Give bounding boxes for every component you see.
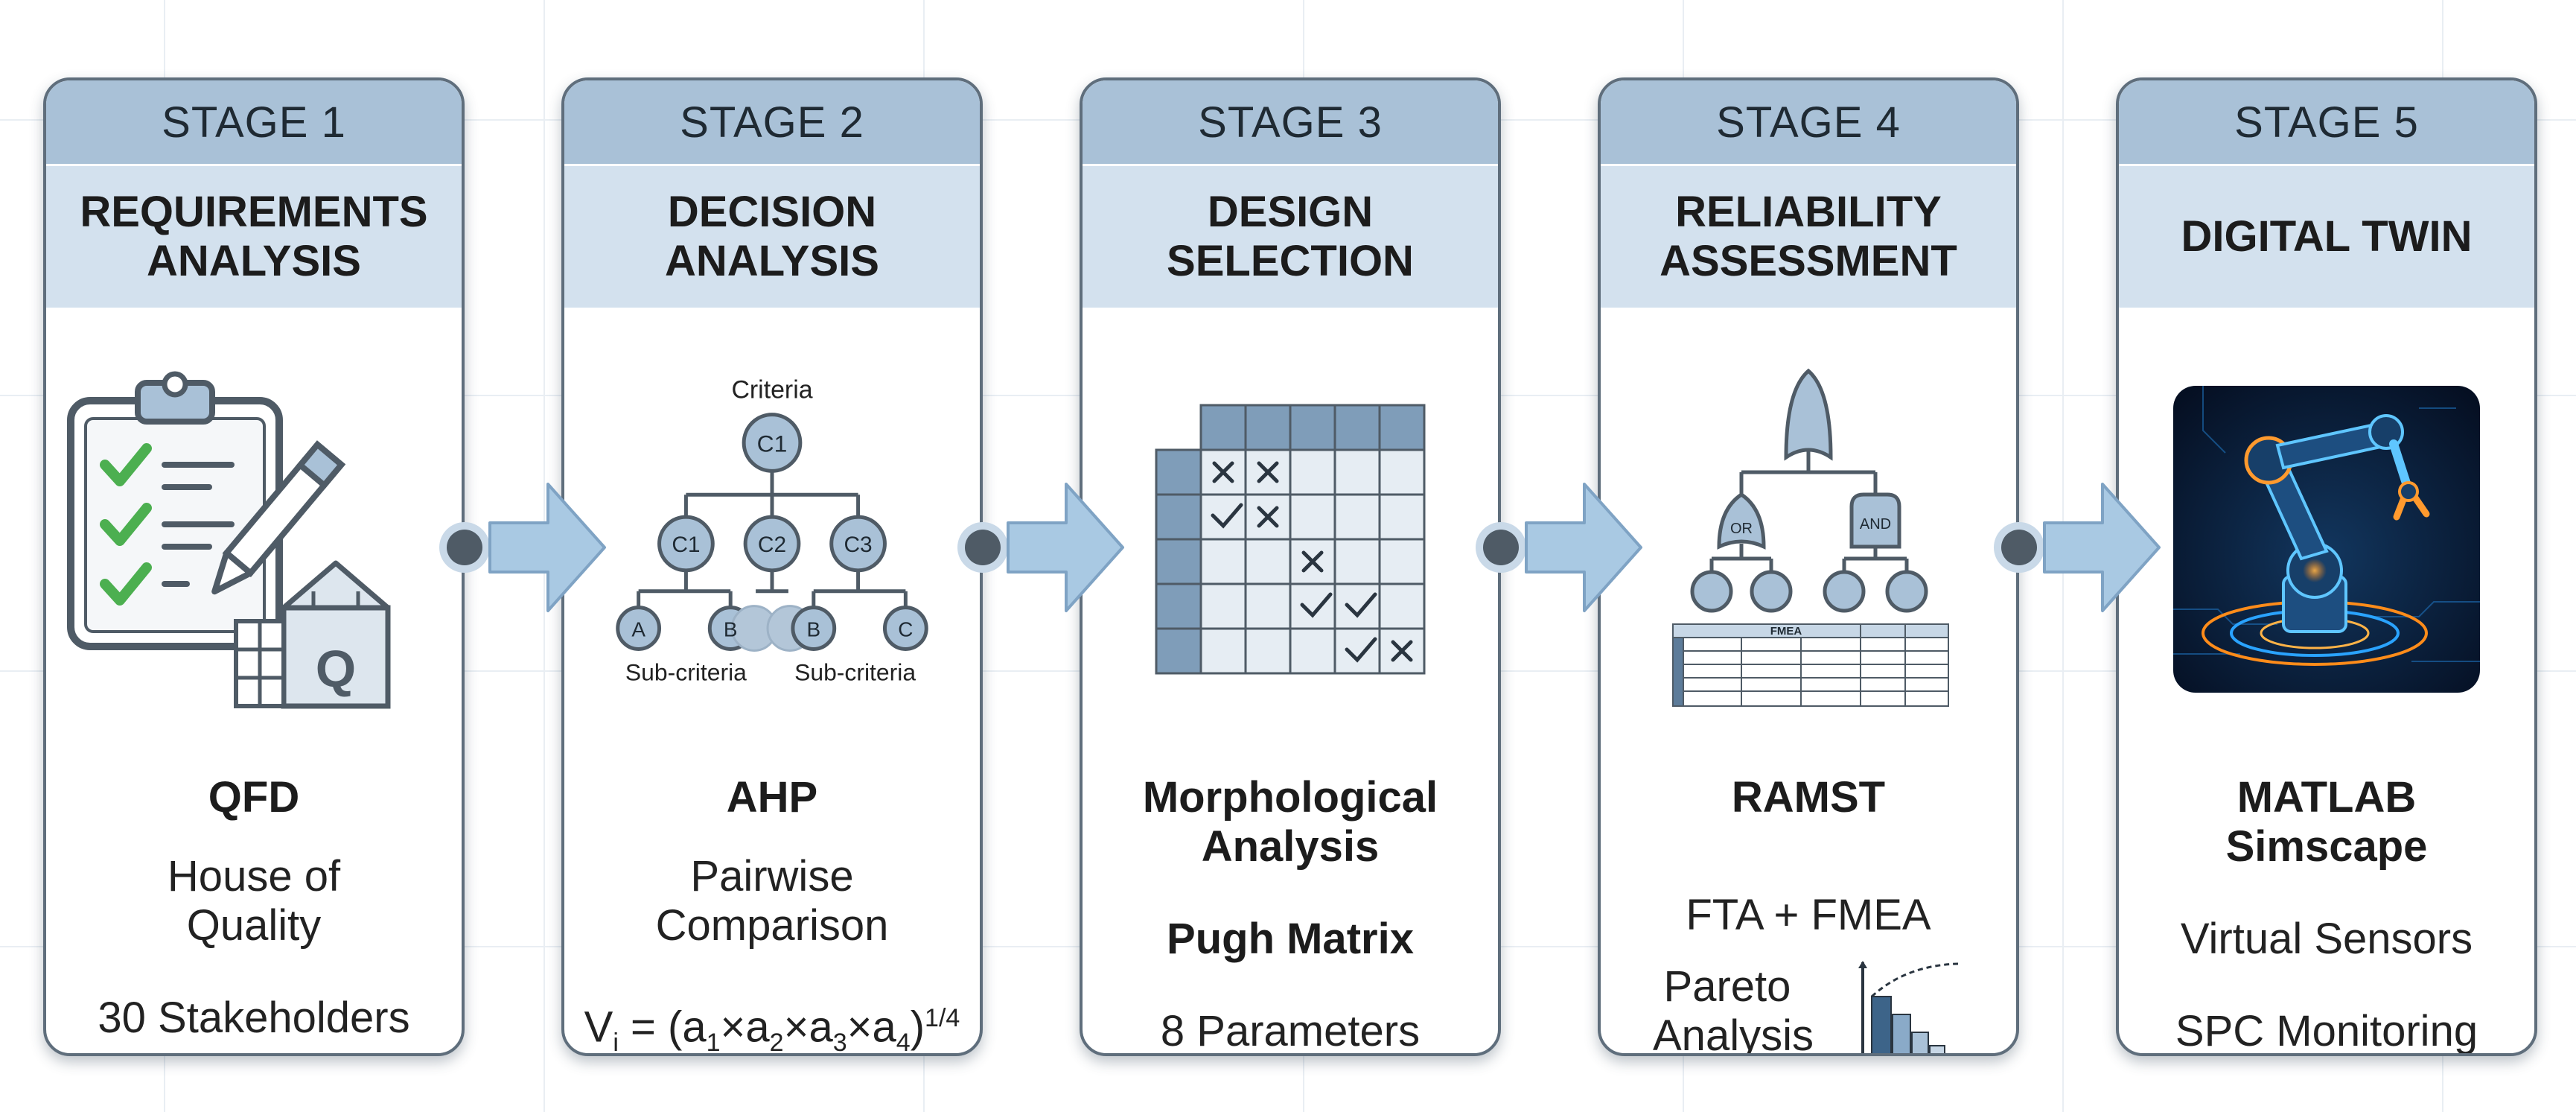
stage-text: MATLAB Simscape Virtual Sensors SPC Moni… — [2119, 773, 2534, 1055]
stage-title-line: ANALYSIS — [147, 237, 361, 285]
leaf-node: B — [724, 618, 738, 641]
or-gate-label: OR — [1730, 521, 1753, 537]
stage-text: RAMST FTA + FMEA Pareto Analysis — [1601, 773, 2016, 1056]
pareto-label-line: Pareto — [1663, 962, 1791, 1011]
stage-label: STAGE 3 — [1083, 80, 1498, 166]
stage-label: STAGE 5 — [2119, 80, 2534, 166]
stage-label: STAGE 2 — [564, 80, 980, 166]
root-node: C1 — [757, 430, 788, 457]
method-name: QFD — [208, 773, 300, 822]
method-name: Morphological — [1142, 773, 1438, 822]
criterion-node: C2 — [758, 533, 786, 557]
method-description: Comparison — [655, 901, 889, 950]
stage-card-2: STAGE 2 DECISION ANALYSIS Criteria C1 C1… — [561, 77, 983, 1056]
criterion-node: C1 — [672, 533, 700, 557]
method-name: MATLAB — [2237, 773, 2417, 822]
stage-title: DECISION ANALYSIS — [564, 166, 980, 308]
criterion-node: C3 — [844, 533, 872, 557]
fmea-table-header: FMEA — [1770, 625, 1802, 638]
pareto-block: Pareto Analysis — [1601, 961, 2016, 1056]
criteria-label: Criteria — [731, 376, 812, 404]
stage-label: STAGE 4 — [1601, 80, 2016, 166]
stage-text: Morphological Analysis Pugh Matrix 8 Par… — [1083, 773, 1498, 1055]
stage-title-line: REQUIREMENTS — [80, 188, 428, 236]
sub-criteria-label: Sub-criteria — [794, 658, 916, 685]
ahp-formula: Vi = (a1×a2×a3×a4)1/4 — [584, 1003, 960, 1056]
stage-title-line: RELIABILITY — [1675, 188, 1942, 236]
method-name-2: Pugh Matrix — [1167, 915, 1414, 963]
pareto-label-line: Analysis — [1653, 1011, 1814, 1056]
clipboard-checklist-icon: Q — [46, 308, 462, 770]
monitoring-label: SPC Monitoring — [2175, 1007, 2478, 1055]
method-name: Simscape — [2225, 822, 2428, 871]
pareto-chart-icon — [1858, 961, 1959, 1053]
stage-title-line: DIGITAL TWIN — [2181, 212, 2473, 261]
stage-label: STAGE 1 — [46, 80, 462, 166]
sub-criteria-label: Sub-criteria — [625, 658, 747, 685]
stage-card-4: STAGE 4 RELIABILITY ASSESSMENT OR AND — [1598, 77, 2019, 1056]
leaf-node: C — [898, 618, 913, 641]
method-description: FTA + FMEA — [1686, 891, 1931, 939]
stage-title: DESIGN SELECTION — [1083, 166, 1498, 308]
method-description: Quality — [186, 901, 322, 950]
pareto-label: Pareto Analysis — [1653, 962, 1814, 1056]
stage-card-3: STAGE 3 DESIGN SELECTION — [1080, 77, 1501, 1056]
stage-card-1: STAGE 1 REQUIREMENTS ANALYSIS — [43, 77, 465, 1056]
and-gate-label: AND — [1860, 516, 1891, 533]
stage-text: QFD House of Quality 30 Stakeholders — [46, 773, 462, 1043]
stage-title: RELIABILITY ASSESSMENT — [1601, 166, 2016, 308]
flow-arrow-4-5 — [1992, 477, 2164, 618]
robot-arm-icon — [2119, 308, 2534, 770]
fault-tree-icon: OR AND — [1601, 308, 2016, 770]
flow-arrow-3-4 — [1474, 477, 1645, 618]
leaf-node: B — [806, 618, 820, 641]
stakeholder-count: 30 Stakeholders — [98, 994, 410, 1042]
stage-text: AHP Pairwise Comparison Vi = (a1×a2×a3×a… — [564, 773, 980, 1056]
method-description: Pairwise — [690, 852, 854, 900]
stage-title-line: ASSESSMENT — [1660, 237, 1957, 285]
morphological-matrix-icon — [1083, 308, 1498, 770]
ahp-hierarchy-icon: Criteria C1 C1 C2 C3 — [564, 308, 980, 770]
stage-title: REQUIREMENTS ANALYSIS — [46, 166, 462, 308]
svg-text:Q: Q — [316, 640, 356, 698]
flow-arrow-1-2 — [438, 477, 609, 618]
stage-title-line: SELECTION — [1167, 237, 1414, 285]
leaf-node: A — [631, 618, 645, 641]
stage-title-line: DECISION — [667, 188, 877, 236]
stage-title-line: DESIGN — [1207, 188, 1374, 236]
method-name: Analysis — [1201, 822, 1380, 871]
method-description: House of — [167, 852, 341, 900]
stage-title-line: ANALYSIS — [665, 237, 879, 285]
stage-card-5: STAGE 5 DIGITAL TWIN — [2116, 77, 2537, 1056]
method-name: AHP — [726, 773, 818, 822]
stage-title: DIGITAL TWIN — [2119, 166, 2534, 308]
flow-arrow-2-3 — [956, 477, 1127, 618]
parameter-count: 8 Parameters — [1160, 1007, 1421, 1055]
method-name: RAMST — [1731, 773, 1886, 822]
method-description: Virtual Sensors — [2180, 915, 2473, 963]
